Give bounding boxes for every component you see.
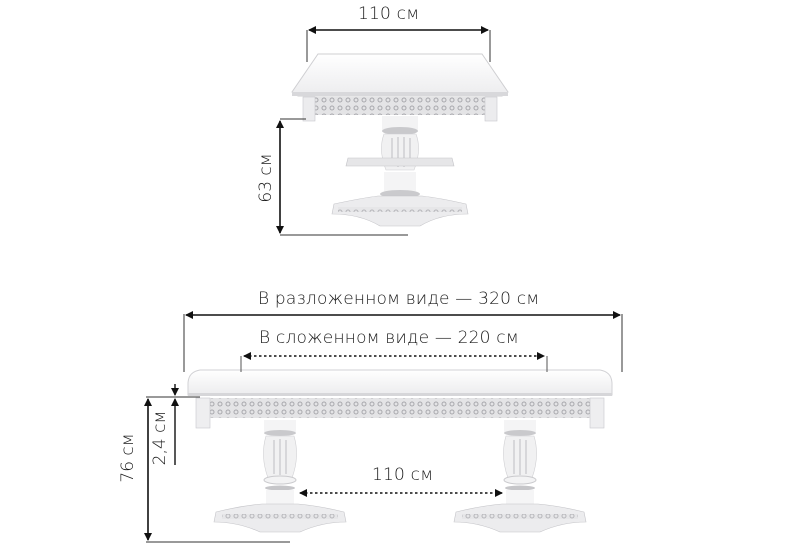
right-pedestal — [453, 420, 587, 533]
folded-table-illustration — [291, 53, 509, 227]
folded-length-dimension — [240, 352, 548, 372]
left-pedestal — [213, 420, 347, 533]
table-height-label: 76 см — [118, 433, 138, 483]
table-height-dimension — [144, 396, 290, 543]
extended-table-illustration — [187, 369, 613, 533]
folded-width-dimension — [306, 26, 491, 62]
extended-length-dimension — [183, 311, 623, 372]
pedestal-spacing-label: 110 см — [372, 465, 434, 485]
folded-height-dimension — [276, 118, 408, 236]
folded-length-label: В сложенном виде — 220 см — [259, 328, 519, 348]
folded-width-label: 110 см — [358, 4, 420, 24]
top-thickness-label: 2,4 см — [150, 410, 170, 466]
folded-height-label: 63 см — [256, 153, 276, 203]
extended-length-label: В разложенном виде — 320 см — [258, 289, 540, 309]
